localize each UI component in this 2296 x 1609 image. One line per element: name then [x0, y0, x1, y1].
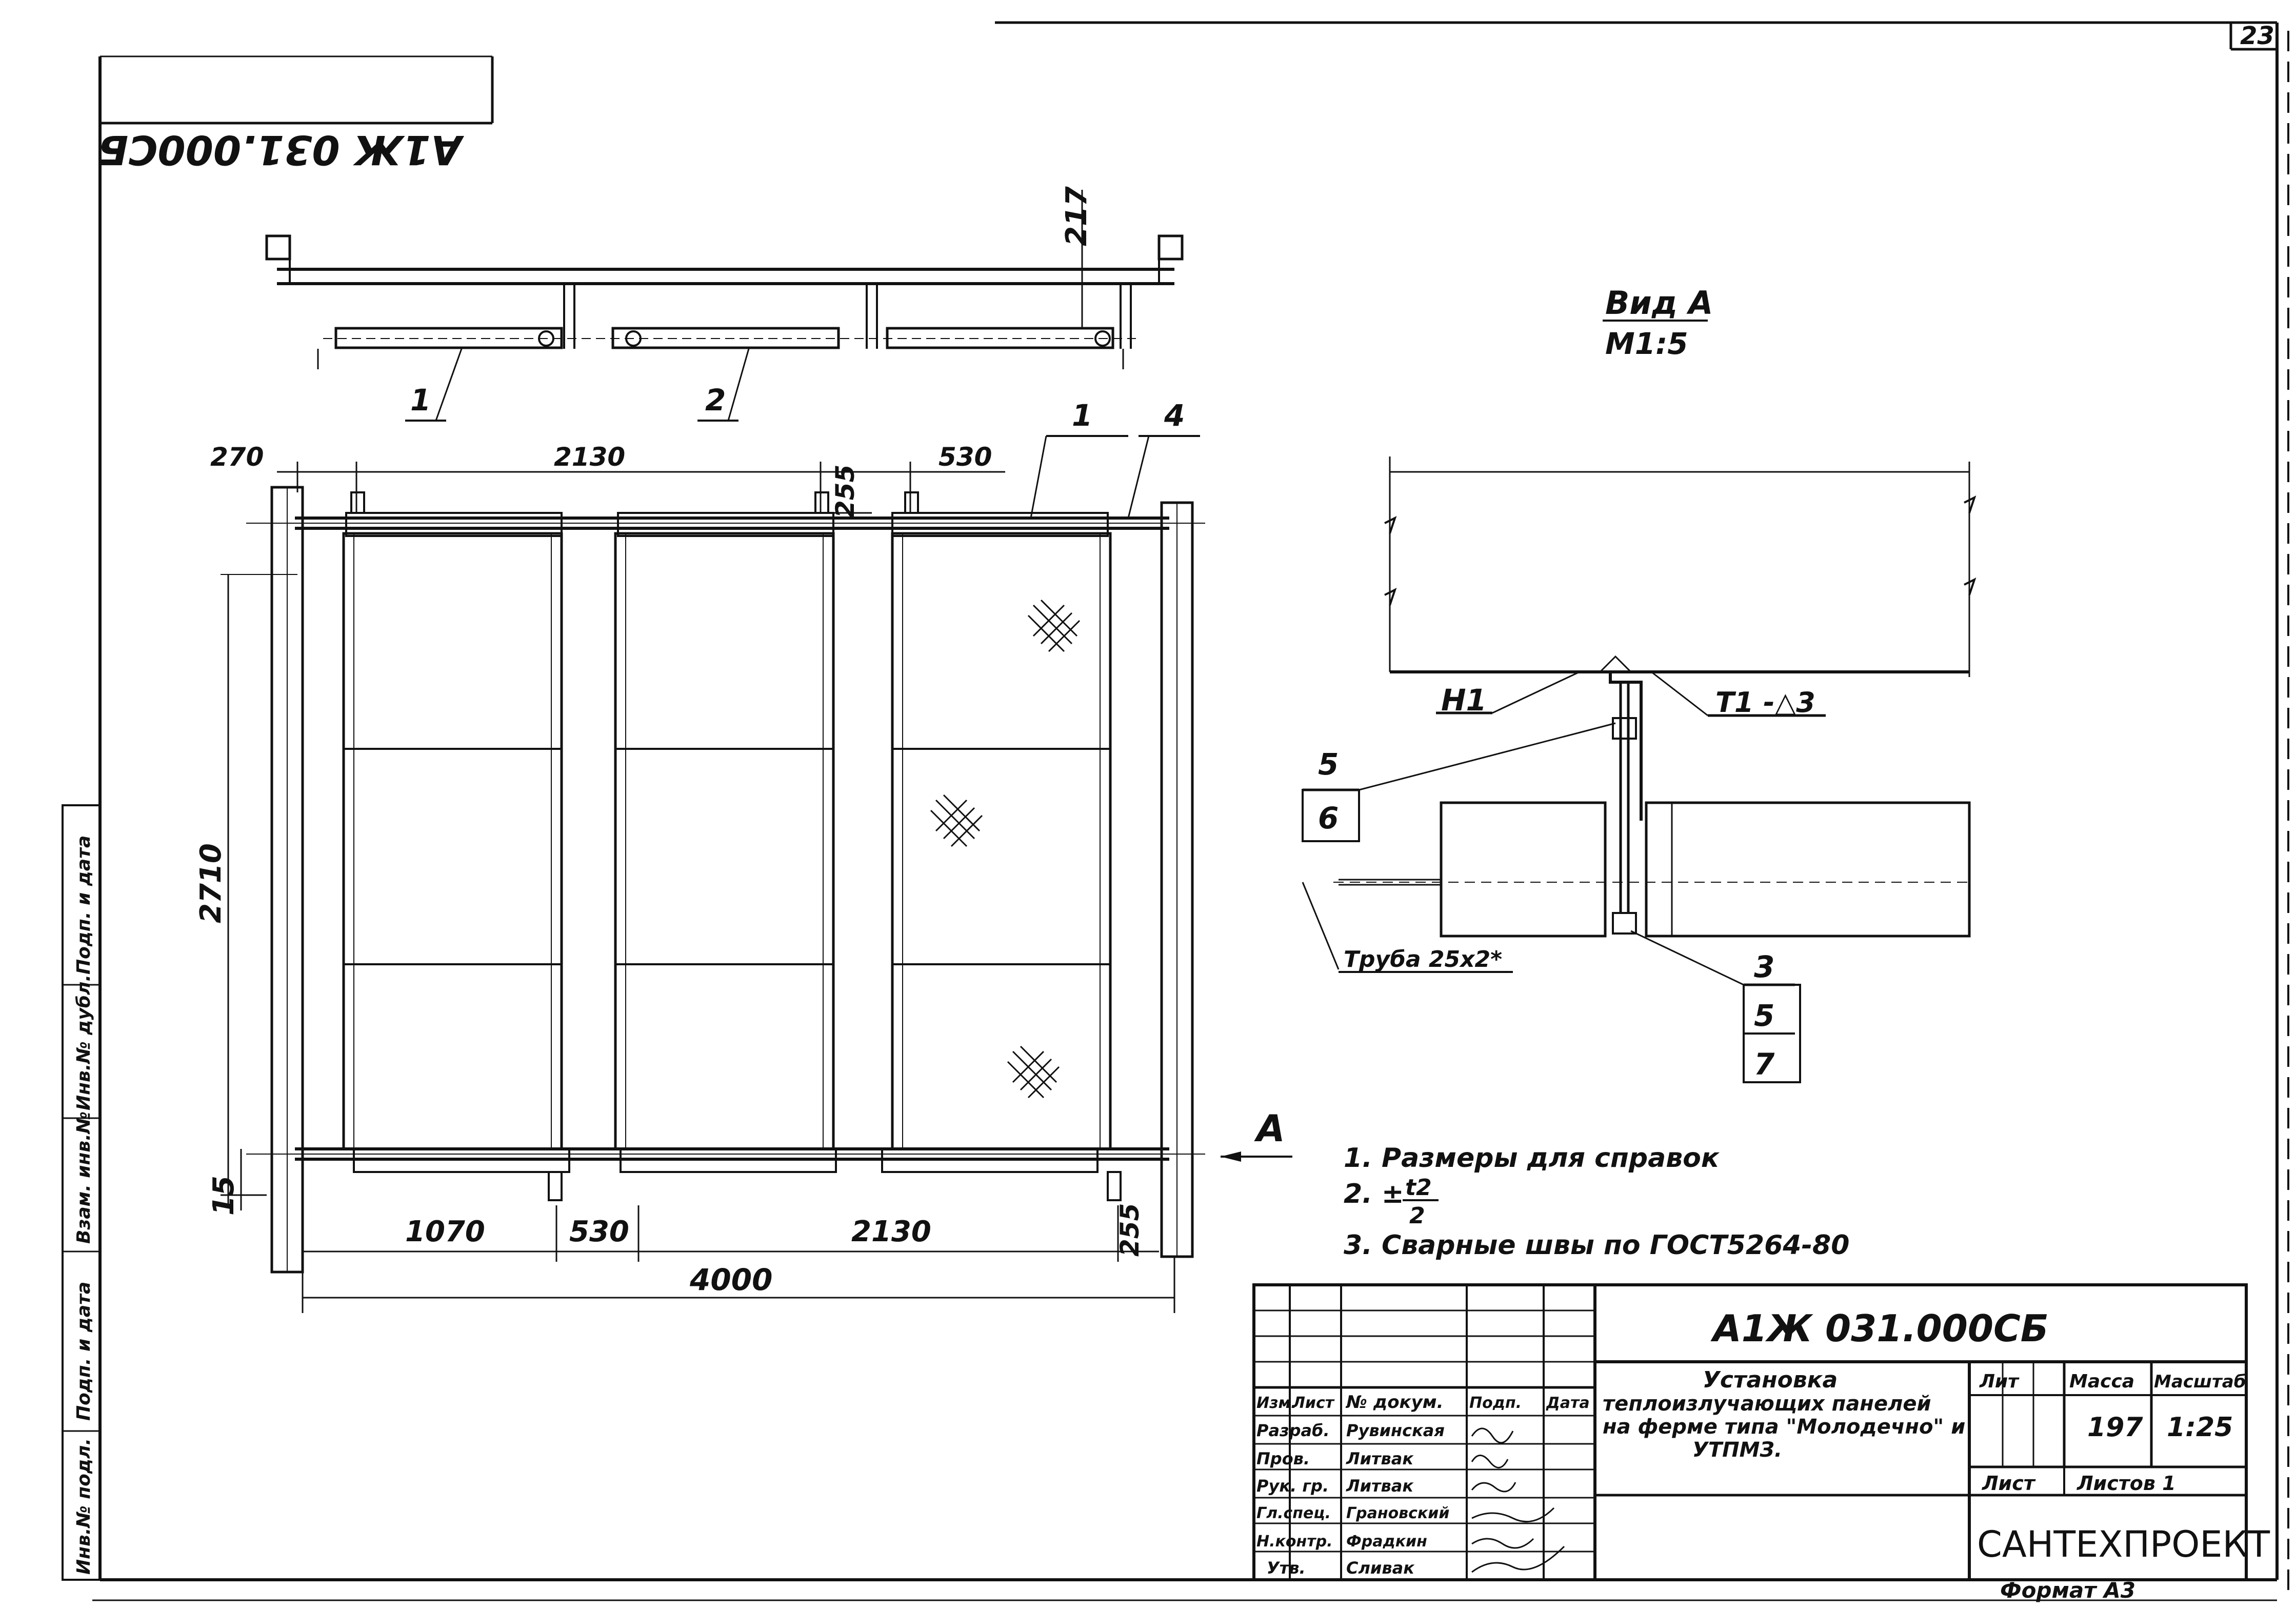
dim-bottom-right: 255	[1115, 1203, 1145, 1257]
note-3: 3. Сварные швы по ГОСТ5264-80	[1344, 1230, 1849, 1261]
tb-role-2: Пров.	[1256, 1449, 1310, 1468]
side-stamp	[62, 804, 101, 1581]
view-title: Вид А	[1605, 284, 1713, 322]
mirrored-stamp-code: А1Ж 031.000СБ	[98, 126, 465, 172]
side-stamp-2: Инв.№ дубл.	[73, 975, 94, 1110]
callout-plan-1: 1	[1072, 398, 1092, 433]
dim-elevation-height: 217	[1060, 186, 1093, 246]
callout-plan-4: 4	[1164, 398, 1185, 433]
side-stamp-4: Подп. и дата	[73, 1282, 94, 1421]
dim-gap: 255	[830, 465, 860, 518]
tb-name-6: Сливак	[1346, 1558, 1415, 1578]
tb-lit-label: Лит	[1979, 1371, 2020, 1392]
plan-view	[221, 435, 1292, 1313]
tb-header-doc: № докум.	[1345, 1392, 1444, 1413]
tb-role-3: Рук. гр.	[1256, 1476, 1329, 1496]
tb-mass-label: Масса	[2069, 1371, 2134, 1392]
tb-name-5: Фрадкин	[1346, 1533, 1427, 1551]
tb-name-2: Литвак	[1346, 1449, 1414, 1468]
tb-role-6: Утв.	[1267, 1558, 1306, 1578]
tb-header-izm: Изм.	[1256, 1394, 1296, 1412]
dim-frame-height: 2710	[194, 843, 228, 923]
tb-role-1: Разраб.	[1256, 1421, 1330, 1440]
tb-role-4: Гл.спец.	[1256, 1504, 1331, 1522]
view-scale: М1:5	[1605, 326, 1688, 361]
note-2-numerator: t2	[1405, 1175, 1432, 1201]
callout-detail-5b: 5	[1754, 998, 1774, 1033]
tb-name-1: Рувинская	[1346, 1421, 1445, 1440]
side-stamp-5: Инв.№ подл.	[73, 1438, 94, 1575]
leader-line	[727, 348, 750, 421]
dim-top-left: 270	[210, 442, 264, 472]
weld-left-label: Н1	[1441, 683, 1487, 718]
tb-format: Формат А3	[2000, 1578, 2135, 1603]
note-2: 2. ±	[1344, 1179, 1404, 1209]
tb-organization: САНТЕХПРОЕКТ	[1977, 1523, 2270, 1565]
tb-name-3: Литвак	[1346, 1476, 1414, 1496]
leader-line	[435, 348, 463, 421]
tb-role-5: Н.контр.	[1256, 1533, 1332, 1551]
callout-elevation-2: 2	[705, 383, 726, 418]
tb-sheet-label: Лист	[1982, 1472, 2036, 1495]
callout-detail-3: 3	[1754, 949, 1774, 984]
dim-top-center: 2130	[554, 442, 625, 472]
weld-right-label: Т1 -△3	[1715, 686, 1815, 719]
tb-scale-label: Масштаб	[2154, 1372, 2246, 1392]
mirrored-stamp: А1Ж 031.000СБ	[98, 55, 494, 172]
tb-name-4: Грановский	[1346, 1504, 1449, 1522]
sheet-number: 23	[2240, 22, 2274, 50]
pipe-label: Труба 25х2*	[1344, 946, 1502, 972]
dim-overall: 4000	[689, 1262, 772, 1297]
callout-detail-5: 5	[1318, 747, 1339, 782]
side-stamp-1: Подп. и дата	[73, 836, 94, 975]
dim-bottom-mid: 530	[569, 1215, 629, 1248]
note-1: 1. Размеры для справок	[1344, 1143, 1720, 1174]
view-a-detail	[1302, 456, 1976, 1083]
tb-scale-value: 1:25	[2167, 1412, 2233, 1443]
note-2-denominator: 2	[1409, 1203, 1425, 1229]
title-line-3: на ферме типа "Молодечно" и	[1603, 1415, 1965, 1439]
callout-detail-7: 7	[1754, 1047, 1775, 1082]
dim-bottom-left: 1070	[405, 1215, 485, 1248]
tb-header-sign: Подп.	[1469, 1394, 1522, 1412]
tb-header-date: Дата	[1546, 1394, 1590, 1412]
title-block-code: А1Ж 031.000СБ	[1710, 1307, 2049, 1350]
dim-top-right: 530	[939, 442, 992, 472]
elevation-view	[265, 190, 1184, 369]
tb-mass-value: 197	[2087, 1412, 2143, 1443]
dim-bottom-center: 2130	[851, 1215, 931, 1248]
title-line-1: Установка	[1703, 1367, 1838, 1393]
tb-header-list: Лист	[1292, 1394, 1335, 1412]
callout-elevation-1: 1	[410, 383, 431, 418]
title-line-2: теплоизлучающих панелей	[1603, 1392, 1931, 1416]
section-marker: А	[1254, 1107, 1285, 1150]
tb-sheets-label: Листов 1	[2077, 1472, 2176, 1495]
side-stamp-3: Взам. инв.№	[73, 1111, 94, 1244]
title-line-4: УТПМЗ.	[1692, 1438, 1782, 1462]
callout-detail-6: 6	[1318, 801, 1339, 836]
sheet-frame	[92, 21, 2289, 1601]
title-block	[1252, 1283, 2248, 1581]
dim-bottom-inset: 15	[207, 1176, 241, 1216]
